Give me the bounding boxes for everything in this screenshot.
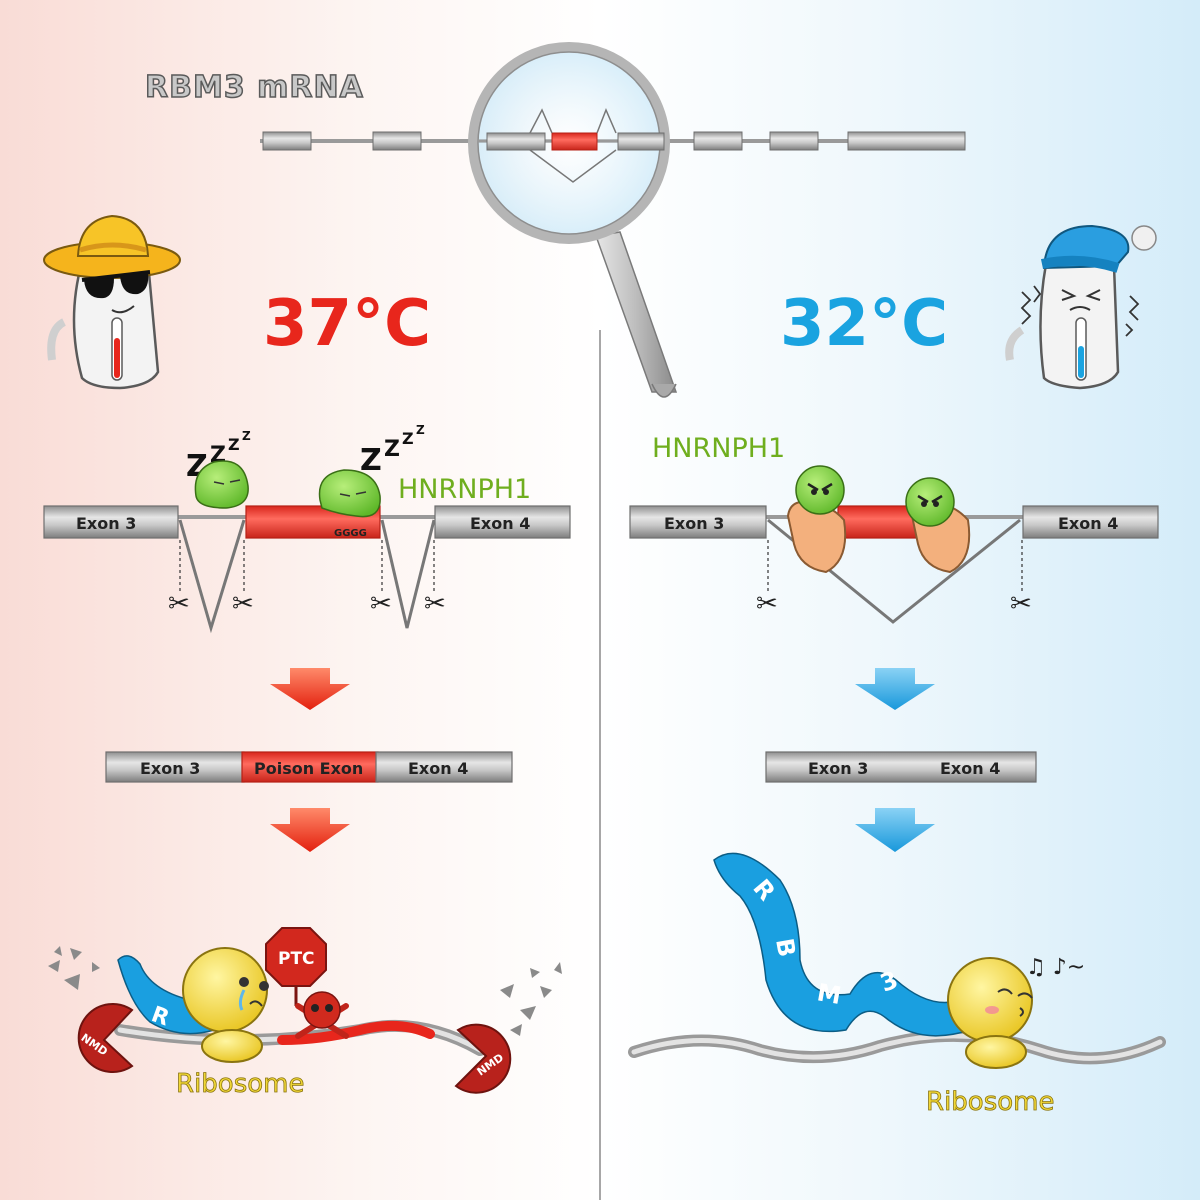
sleep-zzz-left-2: Z Z Z Z <box>360 423 425 478</box>
svg-text:✂: ✂ <box>1010 589 1032 619</box>
ptc-stop-sign-icon: PTC <box>265 927 327 1006</box>
svg-text:✂: ✂ <box>370 589 392 619</box>
svg-text:Z: Z <box>384 437 400 462</box>
svg-text:✂: ✂ <box>756 589 778 619</box>
hnrnph1-sleeping-1 <box>194 460 249 509</box>
svg-text:Z: Z <box>228 435 240 454</box>
temperature-32-label: 32°C <box>780 287 948 361</box>
product-exon4-left: Exon 4 <box>408 759 468 778</box>
nmd-scene: R PTC NMD <box>48 927 562 1099</box>
ribosome-happy <box>947 957 1033 1069</box>
ribosome-label-right: Ribosome <box>926 1087 1054 1117</box>
mature-mrna-right: Exon 3 Exon 4 <box>765 751 1037 783</box>
arrow-down-right-2 <box>855 808 935 852</box>
scissors-icon: ✂ ✂ ✂ ✂ <box>168 589 446 619</box>
exon3-label-right: Exon 3 <box>664 514 724 533</box>
protein-label-right: HNRNPH1 <box>652 433 785 464</box>
sun-hat-icon <box>43 214 181 279</box>
ribosome-sad <box>182 947 269 1063</box>
temperature-37-label: 37°C <box>263 287 431 361</box>
ribosome-label-left: Ribosome <box>176 1069 304 1099</box>
poison-exon-right <box>837 505 919 539</box>
hnrnph1-sleeping-2 <box>318 469 381 518</box>
debris-left <box>48 946 100 990</box>
product-poison-exon: Poison Exon <box>254 759 363 778</box>
exon4-bar-right <box>1022 505 1159 539</box>
hnrnph1-angry-1 <box>786 465 847 574</box>
svg-text:M: M <box>815 978 843 1010</box>
arrow-down-right-1 <box>855 668 935 710</box>
svg-text:Z: Z <box>416 423 425 437</box>
exon4-label-left: Exon 4 <box>470 514 530 533</box>
music-notes-icon: ♫ ♪~ <box>1026 955 1085 980</box>
svg-text:Z: Z <box>402 429 414 448</box>
skull-icon <box>295 991 349 1039</box>
sunglasses-icon <box>81 270 151 299</box>
mature-mrna-left: Exon 3 Poison Exon Exon 4 <box>105 751 513 783</box>
hot-thermometer-character <box>43 214 181 390</box>
exon4-label-right: Exon 4 <box>1058 514 1118 533</box>
ptc-label: PTC <box>278 949 315 969</box>
translation-scene: R B M 3 ♫ ♪~ Ribosome <box>628 852 1166 1117</box>
arrow-down-left-2 <box>270 808 350 852</box>
svg-text:B: B <box>770 936 801 959</box>
product-exon3-left: Exon 3 <box>140 759 200 778</box>
hnrnph1-angry-2 <box>905 477 971 574</box>
beanie-icon <box>1040 224 1157 273</box>
exon4-bar-left <box>434 505 571 539</box>
shiver-lines-icon <box>1020 285 1140 337</box>
svg-text:✂: ✂ <box>168 589 190 619</box>
svg-text:Z: Z <box>242 429 251 443</box>
cold-thermometer-character <box>1005 224 1157 390</box>
exon3-label-left: Exon 3 <box>76 514 136 533</box>
protein-label-left: HNRNPH1 <box>398 474 531 505</box>
magnifier-icon <box>468 42 678 398</box>
nmd-pacman-left-icon: NMD <box>77 1003 134 1073</box>
exon3-bar-right <box>629 505 767 539</box>
gggg-motif: GGGG <box>334 528 367 539</box>
arrow-down-left-1 <box>270 668 350 710</box>
svg-text:Z: Z <box>360 443 382 478</box>
pre-mrna-right: Exon 3 Exon 4 ✂✂ <box>629 505 1159 624</box>
scissors-icon-right: ✂✂ <box>756 589 1032 619</box>
product-exon4-right: Exon 4 <box>940 759 1000 778</box>
title-label: RBM3 mRNA <box>145 70 364 105</box>
svg-text:✂: ✂ <box>424 589 446 619</box>
product-exon3-right: Exon 3 <box>808 759 868 778</box>
svg-text:✂: ✂ <box>232 589 254 619</box>
exon3-bar-left <box>43 505 179 539</box>
debris-right <box>500 962 562 1036</box>
